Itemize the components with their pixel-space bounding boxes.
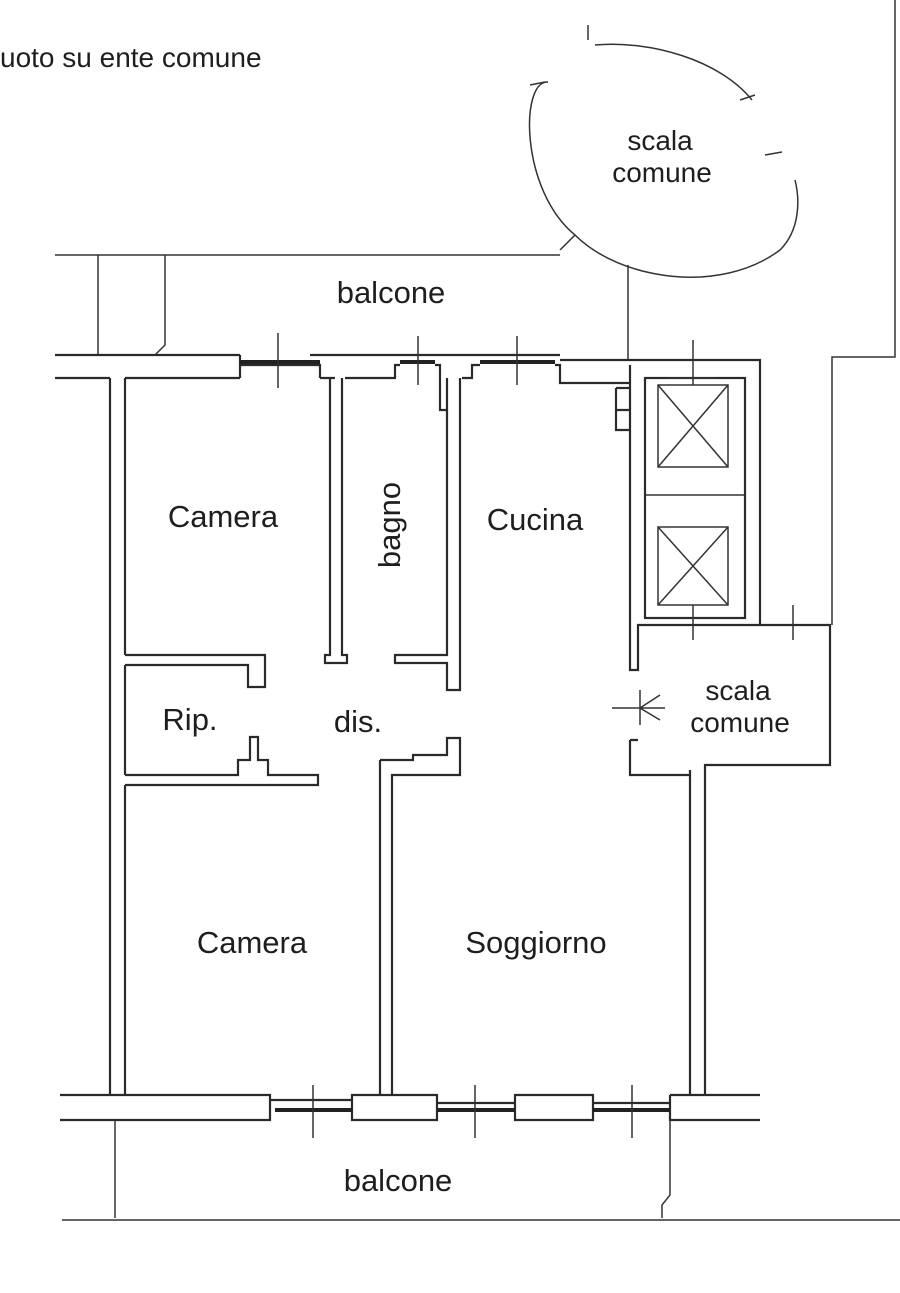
bathroom-label: bagno xyxy=(372,482,407,568)
hallway-label: dis. xyxy=(334,704,382,739)
left-wall xyxy=(108,378,127,1095)
stair-door xyxy=(612,690,665,725)
stair-right-label-2: comune xyxy=(690,707,790,738)
living-room-label: Soggiorno xyxy=(465,925,606,960)
living-left-wall xyxy=(378,736,462,1095)
stair-top-label-1: scala xyxy=(627,125,693,156)
bathroom-left-wall xyxy=(323,378,349,665)
bedroom-1-label: Camera xyxy=(168,499,279,534)
storage-walls xyxy=(125,653,320,787)
balcony-top-label: balcone xyxy=(337,275,446,310)
living-right-wall xyxy=(614,365,832,1095)
windows-top xyxy=(240,333,694,388)
stair-top-label-2: comune xyxy=(612,157,712,188)
bathroom-right-wall xyxy=(393,378,462,692)
windows-bottom xyxy=(275,1085,670,1138)
top-wall xyxy=(55,353,762,625)
kitchen-label: Cucina xyxy=(487,502,584,537)
balcony-top-outline xyxy=(55,254,629,360)
spiral-staircase xyxy=(528,43,799,278)
balcony-bottom-label: balcone xyxy=(344,1163,453,1198)
right-boundary-wall xyxy=(831,0,896,625)
storage-label: Rip. xyxy=(162,702,217,737)
stair-right-label-1: scala xyxy=(705,675,771,706)
top-note: uoto su ente comune xyxy=(0,42,262,73)
elevator-shafts xyxy=(643,376,794,640)
balcony-bottom-outline xyxy=(62,1120,900,1221)
bedroom-2-label: Camera xyxy=(197,925,308,960)
